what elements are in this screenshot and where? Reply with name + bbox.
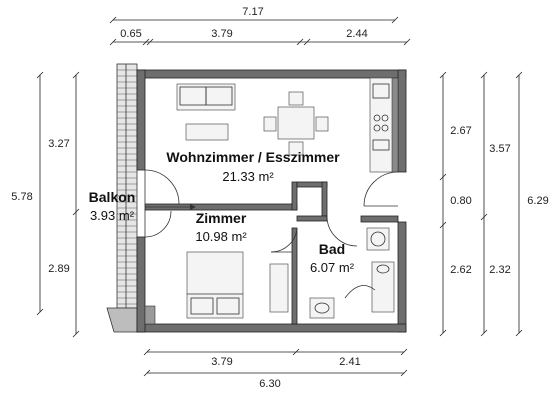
dim-bottom-total: 6.30 <box>259 378 280 390</box>
room-name-balkon: Balkon <box>89 189 136 205</box>
dim-left-total: 5.78 <box>11 191 32 203</box>
exterior-walls <box>136 69 407 333</box>
dim-right-total: 6.29 <box>527 195 548 207</box>
dim-right-outer-bottom: 2.32 <box>489 264 510 276</box>
room-area-wohnzimmer: 21.33 m² <box>222 169 274 184</box>
room-name-wohnzimmer: Wohnzimmer / Esszimmer <box>166 149 340 165</box>
dim-bottom-seg2: 2.41 <box>339 356 360 368</box>
kitchen-counter <box>369 77 393 173</box>
bedroom-furniture <box>186 251 289 319</box>
dim-right-inner-top: 2.67 <box>450 125 471 137</box>
doors <box>144 169 399 253</box>
dim-right-inner-mid: 0.80 <box>450 195 471 207</box>
room-area-bad: 6.07 m² <box>310 260 355 275</box>
room-area-zimmer: 10.98 m² <box>195 229 247 244</box>
dim-bottom-seg1: 3.79 <box>211 356 232 368</box>
dim-top-seg2: 3.79 <box>211 28 232 40</box>
bath-fixtures <box>309 227 395 319</box>
dim-left-lower: 2.89 <box>48 263 69 275</box>
balcony-railing <box>106 63 138 333</box>
balcony-threshold <box>145 204 196 210</box>
bottom-dimension-lines <box>143 348 408 377</box>
dim-top-seg3: 2.44 <box>346 28 367 40</box>
room-name-bad: Bad <box>319 241 345 257</box>
right-dimension-lines <box>439 71 523 337</box>
room-name-zimmer: Zimmer <box>196 210 247 226</box>
dim-left-upper: 3.27 <box>48 138 69 150</box>
living-furniture <box>176 83 329 156</box>
top-dimension-lines <box>109 16 411 46</box>
left-dimension-lines <box>36 71 80 338</box>
dim-top-seg1: 0.65 <box>120 28 141 40</box>
dim-top-total: 7.17 <box>242 6 263 18</box>
dim-right-inner-bottom: 2.62 <box>450 264 471 276</box>
dim-right-outer-top: 3.57 <box>489 143 510 155</box>
room-area-balkon: 3.93 m² <box>90 208 135 223</box>
